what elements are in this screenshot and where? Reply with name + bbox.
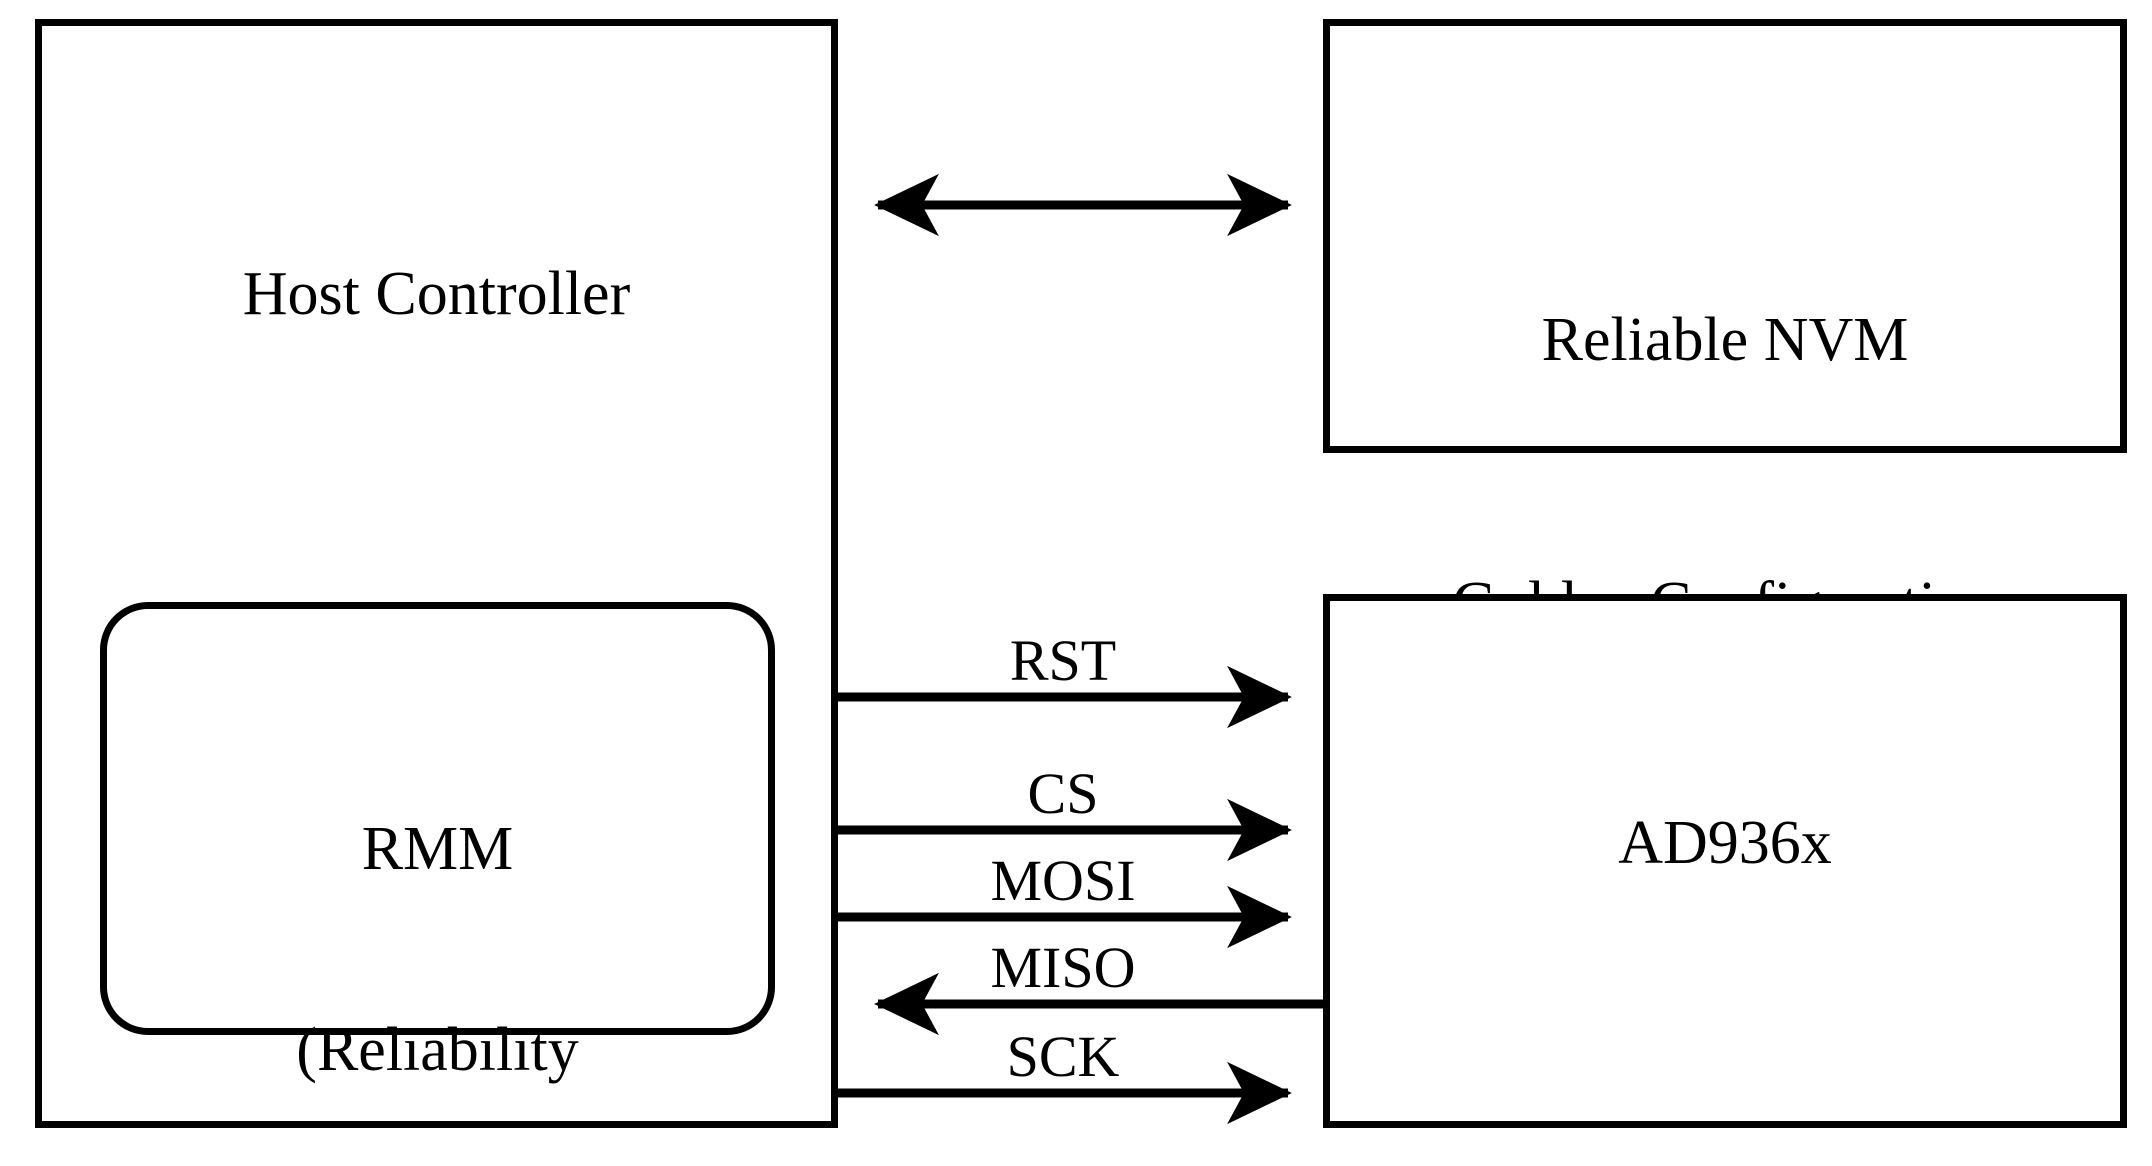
ad936x-block	[1323, 594, 2127, 1128]
rmm-label-group: RMM (Reliability Management Module)	[72, 682, 803, 1166]
reliable-nvm-block	[1323, 19, 2127, 453]
host-controller-label: Host Controller	[242, 260, 631, 328]
signal-label-rst: RST	[1009, 628, 1117, 693]
rmm-label-line-2: (Reliability	[296, 1015, 579, 1084]
reliable-nvm-label-line-1: Reliable NVM	[1541, 306, 1909, 375]
signal-label-miso: MISO	[990, 935, 1136, 1000]
rmm-block	[100, 602, 775, 1035]
signal-label-sck: SCK	[1006, 1024, 1120, 1089]
signal-label-mosi: MOSI	[990, 848, 1136, 913]
ad936x-label: AD936x	[1618, 809, 1832, 877]
rmm-label-line-1: RMM	[361, 814, 514, 883]
signal-label-cs: CS	[1027, 761, 1099, 826]
